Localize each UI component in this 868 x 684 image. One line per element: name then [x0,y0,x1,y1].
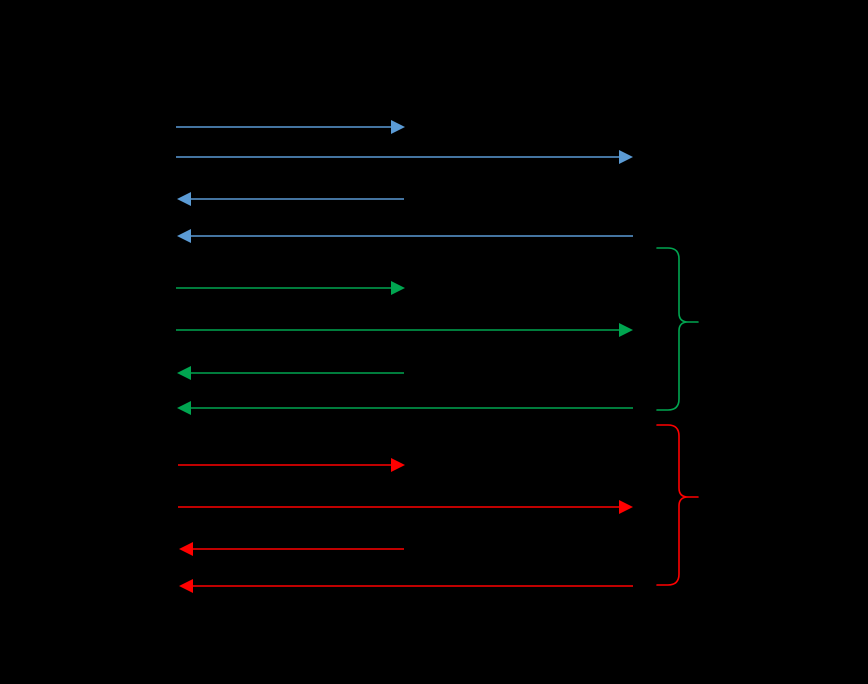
blue-arrow-2-head [619,150,633,164]
red-arrow-1-head [391,458,405,472]
red-arrow-3-head [179,542,193,556]
blue-arrow-3-head [177,192,191,206]
green-brace-path [656,247,699,411]
red-arrow-2-head [619,500,633,514]
green-arrow-1[interactable] [176,281,405,295]
green-brace [656,247,699,411]
blue-arrow-3[interactable] [177,192,404,206]
green-arrow-3-head [177,366,191,380]
blue-arrow-1-head [391,120,405,134]
red-arrow-1[interactable] [178,458,405,472]
red-arrow-4-head [179,579,193,593]
green-arrow-1-head [391,281,405,295]
red-arrow-3[interactable] [179,542,404,556]
blue-arrow-4-head [177,229,191,243]
green-arrow-4-head [177,401,191,415]
red-arrow-2[interactable] [178,500,633,514]
red-group [178,424,699,593]
green-arrow-2[interactable] [176,323,633,337]
red-brace-path [656,424,699,586]
green-arrow-2-head [619,323,633,337]
blue-arrow-2[interactable] [176,150,633,164]
blue-arrow-1[interactable] [176,120,405,134]
green-group [176,247,699,415]
red-arrow-4[interactable] [179,579,633,593]
green-arrow-3[interactable] [177,366,404,380]
blue-group [176,120,633,243]
green-arrow-4[interactable] [177,401,633,415]
blue-arrow-4[interactable] [177,229,633,243]
red-brace [656,424,699,586]
